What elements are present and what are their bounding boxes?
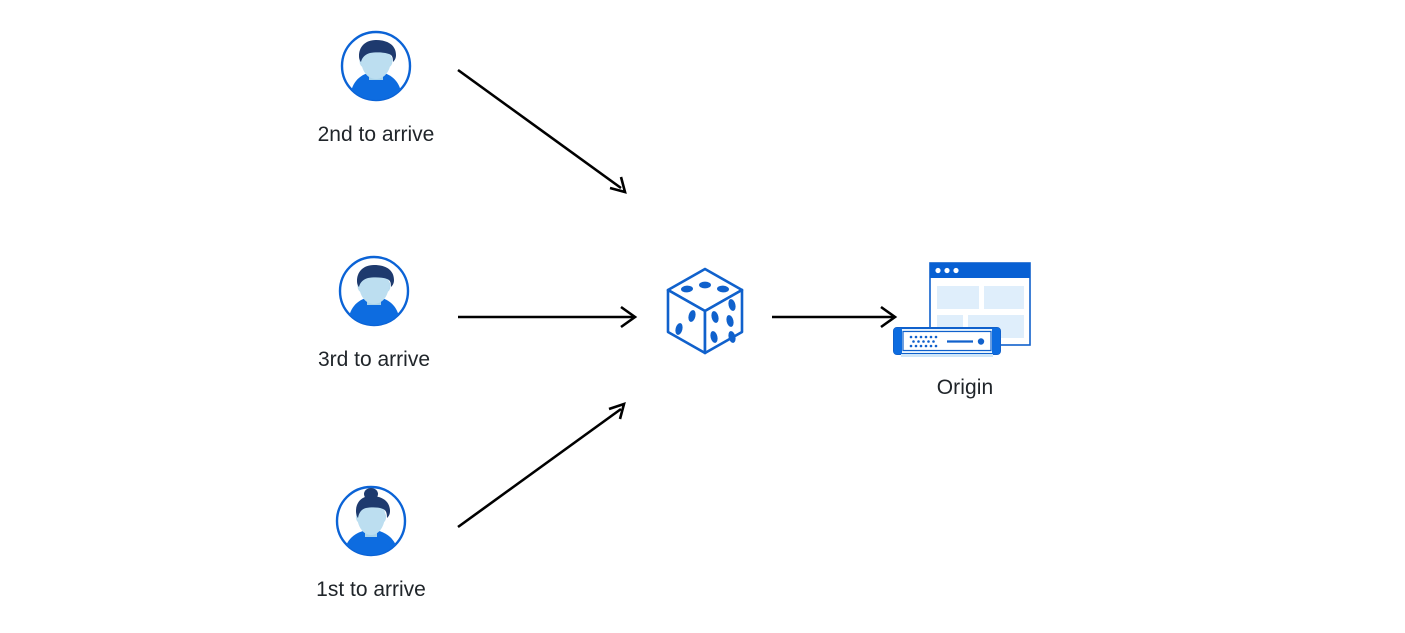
client-label-middle: 3rd to arrive <box>317 348 431 371</box>
client-label-bottom: 1st to arrive <box>316 578 426 601</box>
client-node-middle: 3rd to arrive <box>294 253 454 372</box>
arrow-dice-to-origin <box>772 305 898 329</box>
dice-icon <box>660 264 750 359</box>
client-node-bottom: 1st to arrive <box>291 483 451 602</box>
user-avatar-male-icon <box>336 253 412 329</box>
server-device-icon <box>893 327 1001 357</box>
user-avatar-female-icon <box>333 483 409 559</box>
origin-node: Origin <box>885 258 1045 399</box>
arrow-client-top-to-dice <box>457 68 627 194</box>
client-label-top: 2nd to arrive <box>317 123 435 146</box>
arrow-client-bottom-to-dice <box>457 402 626 529</box>
arrow-client-middle-to-dice <box>458 305 638 329</box>
origin-server-icon <box>885 258 1045 368</box>
client-node-top: 2nd to arrive <box>296 28 456 147</box>
origin-label: Origin <box>936 376 994 399</box>
user-avatar-male-icon <box>338 28 414 104</box>
